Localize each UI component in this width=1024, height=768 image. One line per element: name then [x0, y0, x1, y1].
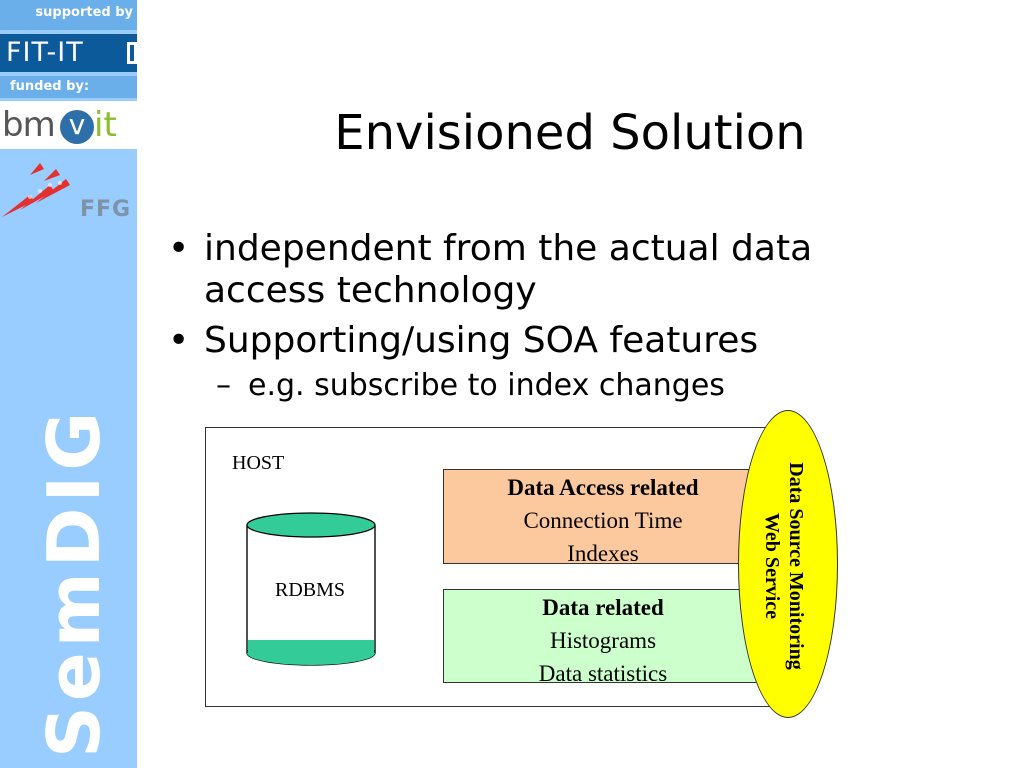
data-related-line: Histograms	[549, 628, 657, 653]
bmvit-logo-v: v	[60, 110, 94, 144]
sidebar: supported by FIT-IT funded by: bm v it F…	[0, 0, 137, 768]
bmvit-logo-it: it	[94, 105, 117, 145]
semdig-label: SemDIG	[32, 406, 116, 758]
monitoring-service-ellipse	[738, 410, 838, 718]
data-access-box: Data Access related Connection Time Inde…	[443, 469, 763, 566]
bmvit-logo: bm v it	[0, 101, 137, 149]
bullet-text: independent from the actual data access …	[204, 228, 813, 311]
rdbms-label: RDBMS	[275, 579, 346, 601]
sub-bullet-item: – e.g. subscribe to index changes	[168, 368, 928, 404]
monitoring-service-line: Data Source Monitoring	[785, 462, 807, 670]
data-related-line: Data statistics	[538, 661, 668, 686]
sub-bullet-text: e.g. subscribe to index changes	[248, 368, 725, 403]
monitoring-service-label: Data Source Monitoring Web Service	[760, 432, 808, 700]
supported-by-label: supported by	[0, 0, 137, 30]
bullet-list: • independent from the actual data acces…	[168, 228, 928, 404]
ffg-logo-text: FFG	[80, 197, 132, 222]
bullet-item: • Supporting/using SOA features	[168, 320, 928, 362]
fitit-logo: FIT-IT	[0, 34, 137, 72]
ffg-logo-icon	[2, 163, 70, 217]
monitoring-service-line: Web Service	[761, 512, 783, 620]
data-related-box: Data related Histograms Data statistics	[443, 589, 763, 686]
data-access-heading: Data Access related	[507, 475, 699, 500]
fitit-logo-mark	[127, 42, 137, 64]
slide-title: Envisioned Solution	[334, 105, 806, 161]
data-related-heading: Data related	[542, 595, 664, 620]
host-label: HOST	[232, 452, 285, 474]
bullet-text: Supporting/using SOA features	[204, 320, 759, 361]
funded-by-label: funded by:	[0, 76, 137, 98]
sub-bullet-marker: –	[216, 368, 231, 403]
bullet-marker: •	[168, 228, 190, 269]
database-cylinder-icon	[246, 512, 376, 666]
data-access-line: Connection Time	[523, 508, 683, 533]
bmvit-logo-bm: bm	[2, 105, 56, 145]
fitit-logo-text: FIT-IT	[6, 37, 84, 68]
bullet-item: • independent from the actual data acces…	[168, 228, 928, 312]
data-access-line: Indexes	[567, 541, 639, 566]
bullet-marker: •	[168, 320, 190, 361]
